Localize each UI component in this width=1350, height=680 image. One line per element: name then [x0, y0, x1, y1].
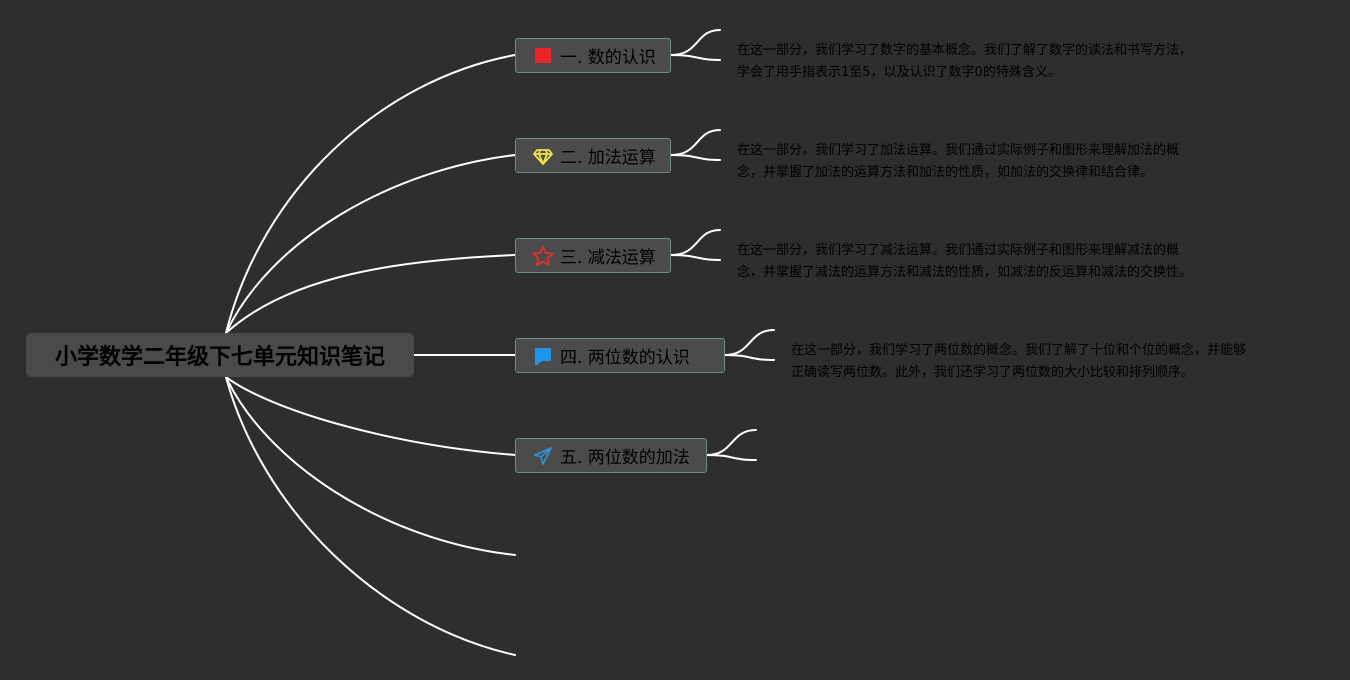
note-line: 念，并掌握了加法的运算方法和加法的性质，如加法的交换律和结合律。 [737, 165, 1154, 180]
topic-node-2[interactable]: 二. 加法运算 [515, 138, 671, 173]
topic-note-3: 在这一部分，我们学习了减法运算。我们通过实际例子和图形来理解减法的概 念，并掌握… [737, 240, 1237, 284]
topic-label-4: 四. 两位数的认识 [560, 348, 690, 368]
yellow-diamond-icon [532, 145, 554, 167]
branch-line-5 [225, 376, 516, 456]
blue-flag-icon [532, 345, 554, 367]
note-line-4a [724, 329, 775, 356]
branch-line-3 [225, 254, 516, 334]
note-line-1b [670, 54, 721, 61]
note-line-3a [670, 229, 721, 256]
topic-note-2: 在这一部分，我们学习了加法运算。我们通过实际例子和图形来理解加法的概 念，并掌握… [737, 140, 1237, 184]
branch-line-6 [225, 376, 516, 556]
red-star-icon [532, 245, 554, 267]
topic-label-5: 五. 两位数的加法 [560, 448, 690, 468]
topic-node-5[interactable]: 五. 两位数的加法 [515, 438, 707, 473]
note-line: 念，并掌握了减法的运算方法和减法的性质，如减法的反运算和减法的交换性。 [737, 265, 1193, 280]
note-line: 在这一部分，我们学习了数字的基本概念。我们了解了数字的读法和书写方法， [737, 43, 1193, 58]
topic-node-1[interactable]: 一. 数的认识 [515, 38, 671, 73]
note-line: 在这一部分，我们学习了减法运算。我们通过实际例子和图形来理解减法的概 [737, 243, 1180, 258]
branch-line-1 [225, 54, 516, 334]
note-line: 在这一部分，我们学习了两位数的概念。我们了解了十位和个位的概念，并能够 [791, 343, 1247, 358]
note-line-2a [670, 129, 721, 156]
topic-node-4[interactable]: 四. 两位数的认识 [515, 338, 725, 373]
topic-note-4: 在这一部分，我们学习了两位数的概念。我们了解了十位和个位的概念，并能够 正确读写… [791, 340, 1296, 384]
note-line: 正确读写两位数。此外，我们还学习了两位数的大小比较和排列顺序。 [791, 365, 1195, 380]
topic-label-2: 二. 加法运算 [560, 148, 656, 168]
topic-node-3[interactable]: 三. 减法运算 [515, 238, 671, 273]
blue-paper-plane-icon [532, 445, 554, 467]
topic-label-3: 三. 减法运算 [560, 248, 656, 268]
branch-line-7 [225, 376, 516, 656]
note-line-4b [724, 354, 775, 361]
note-line: 学会了用手指表示1至5，以及认识了数字0的特殊含义。 [737, 65, 1061, 80]
topic-label-1: 一. 数的认识 [560, 48, 656, 68]
note-line: 在这一部分，我们学习了加法运算。我们通过实际例子和图形来理解加法的概 [737, 143, 1180, 158]
note-line-5b [706, 454, 757, 461]
note-line-1a [670, 29, 721, 56]
note-line-3b [670, 254, 721, 261]
note-line-2b [670, 154, 721, 161]
root-node[interactable]: 小学数学二年级下七单元知识笔记 [26, 333, 414, 377]
note-line-5a [706, 429, 757, 456]
branch-line-2 [225, 154, 516, 334]
red-flag-icon [532, 45, 554, 67]
topic-note-1: 在这一部分，我们学习了数字的基本概念。我们了解了数字的读法和书写方法， 学会了用… [737, 40, 1237, 84]
